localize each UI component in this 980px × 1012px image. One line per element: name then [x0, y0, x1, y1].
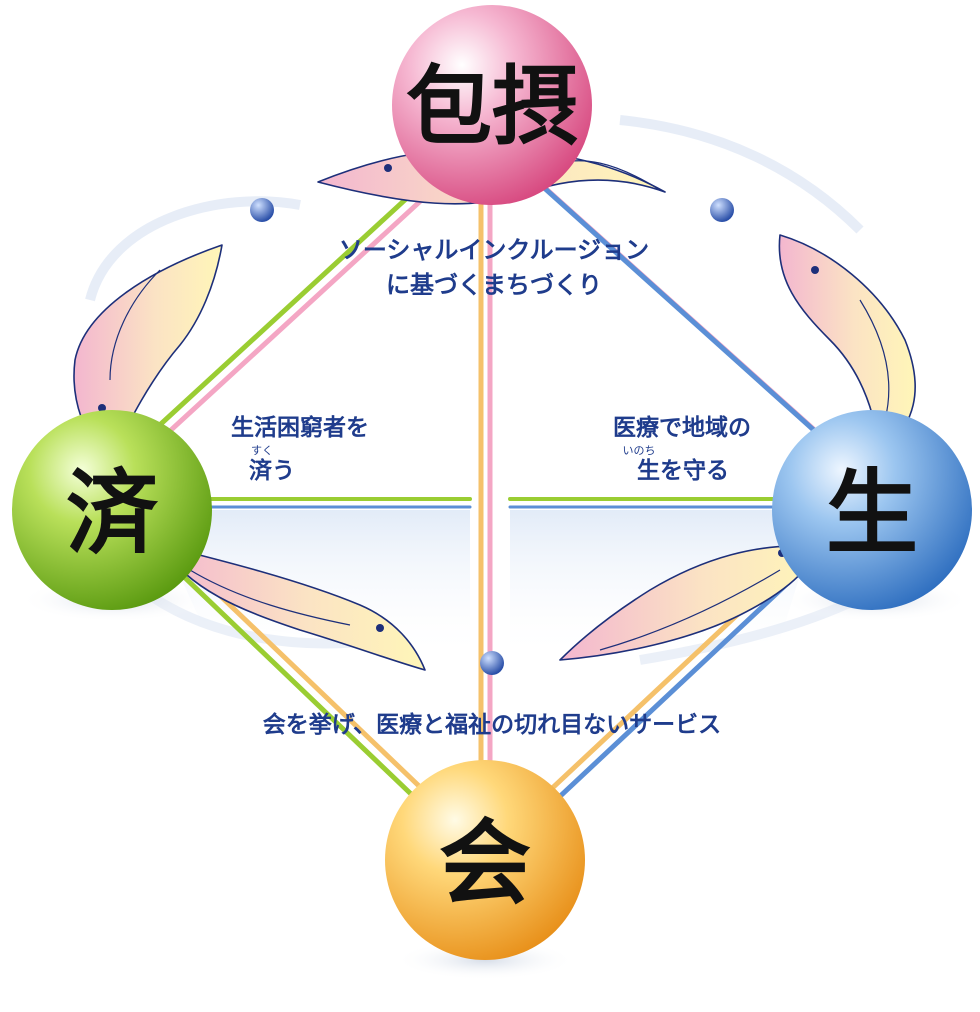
dot-icon	[480, 651, 504, 675]
node-bottom: 会	[385, 760, 585, 960]
dots	[250, 198, 734, 675]
left-caption-ruby: すく	[251, 444, 273, 457]
node-top: 包摂	[392, 5, 592, 205]
bird-icon	[778, 234, 916, 456]
bird-icon	[559, 545, 821, 661]
right-sphere	[772, 410, 972, 610]
bottom-sphere	[385, 760, 585, 960]
left-caption-line1: 生活困窮者を	[231, 415, 369, 441]
bottom-caption: 会を挙げ、医療と福祉の切れ目ないサービス	[263, 711, 721, 738]
top-node-label: 包摂	[406, 56, 578, 157]
right-caption-line2: 生を守る	[637, 457, 729, 484]
dot-icon	[250, 198, 274, 222]
right-caption-line1: 医療で地域の	[613, 414, 751, 441]
bird-icon	[159, 544, 426, 671]
bottom-node-label: 会	[439, 809, 531, 917]
dot-icon	[710, 198, 734, 222]
right-node-label: 生	[826, 459, 918, 567]
left-node-label: 済	[66, 459, 159, 567]
left-sphere	[12, 410, 212, 610]
captions: ソーシャルインクルージョン に基づくまちづくり 生活困窮者を すく 済う 医療で…	[231, 236, 751, 738]
node-right: 生	[772, 410, 972, 610]
top-caption-line2: に基づくまちづくり	[386, 271, 602, 299]
connection-lines	[99, 107, 879, 863]
node-left: 済	[12, 410, 212, 610]
top-caption-line1: ソーシャルインクルージョン	[339, 236, 649, 264]
left-caption-line2: 済う	[249, 457, 295, 484]
top-sphere	[392, 5, 592, 205]
right-caption-ruby: いのち	[623, 444, 656, 457]
